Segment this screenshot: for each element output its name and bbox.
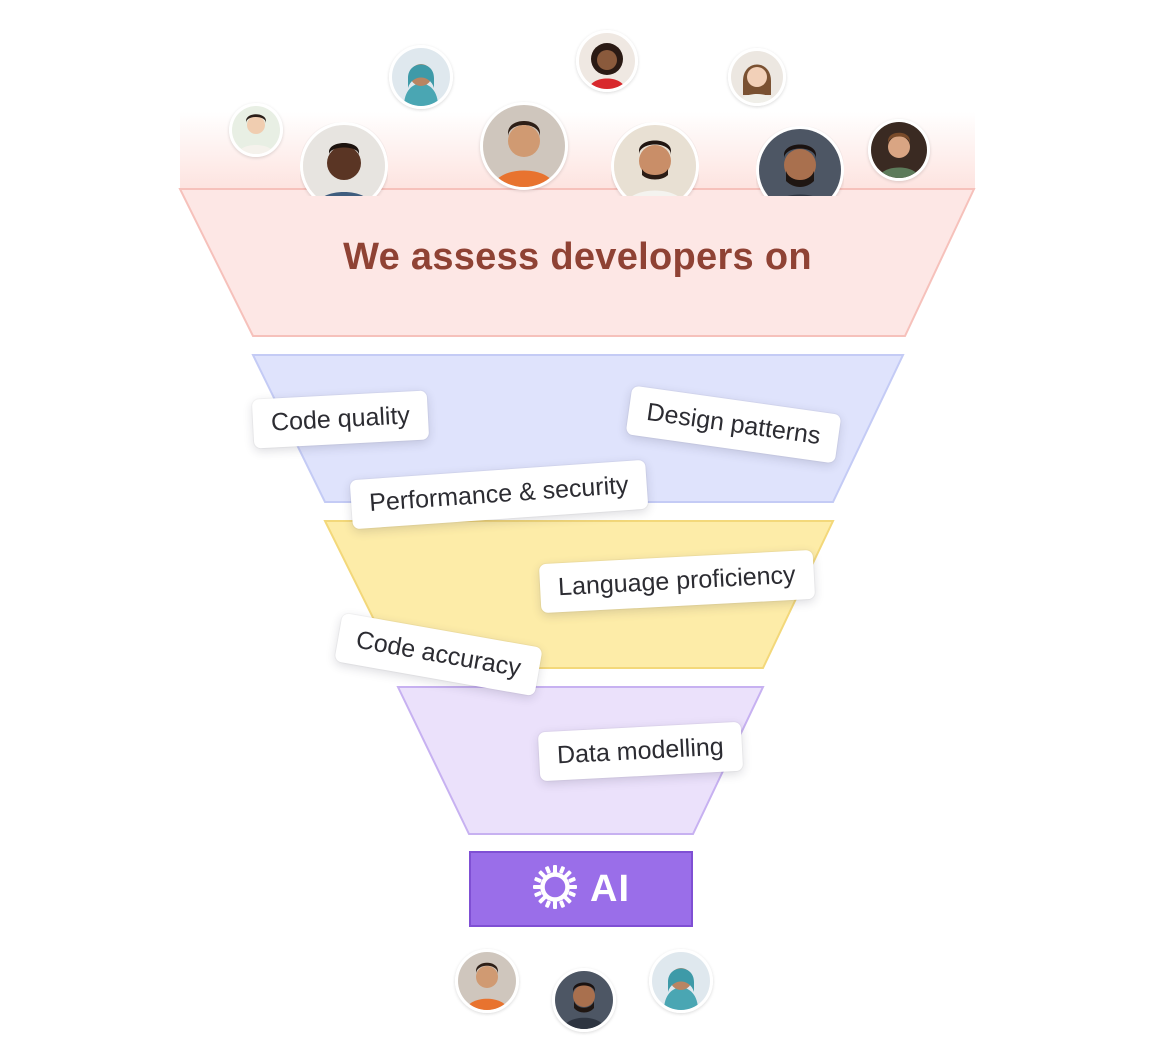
ai-badge: AI [469, 851, 693, 927]
criterion-label: Language proficiency [557, 560, 797, 602]
criterion-label: Code quality [270, 401, 411, 437]
developer-avatar [389, 45, 453, 109]
developer-avatar [649, 949, 713, 1013]
top-glow [180, 112, 975, 190]
ai-badge-label: AI [590, 867, 630, 910]
developer-avatar [576, 30, 638, 92]
criterion-label: Performance & security [368, 470, 630, 518]
sunburst-icon [532, 864, 578, 915]
developer-avatar [229, 103, 283, 157]
developer-avatar [756, 126, 844, 196]
criterion-chip-code-quality: Code quality [251, 390, 430, 449]
developer-avatar [728, 48, 786, 106]
funnel-tier-1 [178, 188, 976, 337]
developer-avatar [455, 949, 519, 1013]
developer-avatar [611, 122, 699, 196]
funnel-heading: We assess developers on [343, 236, 812, 278]
criterion-label: Data modelling [556, 732, 725, 770]
developer-avatar [300, 122, 388, 196]
developer-avatar [868, 119, 930, 181]
developer-avatar [552, 968, 616, 1032]
developer-avatar [480, 102, 568, 190]
